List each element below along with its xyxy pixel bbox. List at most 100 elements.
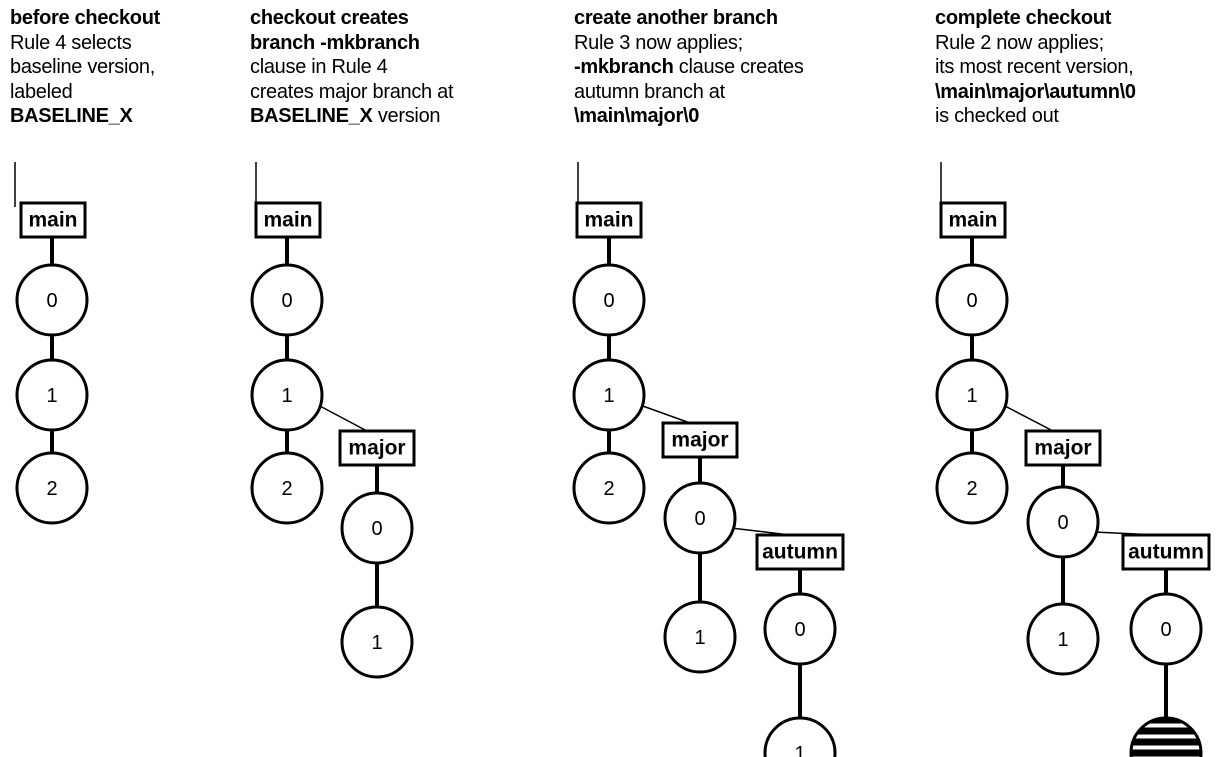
caption-line: is checked out — [935, 104, 1215, 129]
version-number: 0 — [371, 518, 382, 540]
caption-text: autumn branch at — [574, 80, 725, 103]
checked-out-stripe — [1131, 738, 1201, 746]
caption-line: BASELINE_X version — [250, 104, 530, 129]
version-number: 0 — [794, 619, 805, 641]
branch-label-box — [661, 421, 739, 459]
caption-line: its most recent version, — [935, 55, 1215, 80]
version-node — [572, 263, 646, 337]
version-number: 0 — [1160, 619, 1171, 641]
caption-line: before checkout — [10, 6, 290, 31]
version-number: 0 — [966, 290, 977, 312]
branch-label-box — [1024, 429, 1102, 467]
version-number: 0 — [46, 290, 57, 312]
caption-emphasis: checkout creates — [250, 7, 409, 29]
version-number: 2 — [46, 478, 57, 500]
checked-out-stripe — [1131, 727, 1201, 735]
version-node — [250, 358, 324, 432]
caption-text: baseline version, — [10, 56, 155, 78]
caption-line: -mkbranch clause creates — [574, 55, 854, 80]
version-number: 1 — [603, 385, 614, 407]
version-node — [15, 358, 89, 432]
branch-label-box — [575, 201, 643, 239]
caption-line: checkout creates — [250, 6, 530, 31]
caption-line: Rule 3 now applies; — [574, 31, 854, 56]
caption-text: labeled — [10, 80, 73, 103]
version-node — [935, 263, 1009, 337]
branch-label-box — [338, 429, 416, 467]
caption-line: baseline version, — [10, 55, 290, 80]
branch-label-box — [755, 533, 845, 571]
version-node — [340, 491, 414, 565]
branch-label: major — [671, 429, 728, 452]
version-node — [250, 263, 324, 337]
version-node — [663, 600, 737, 674]
version-node — [1026, 602, 1100, 676]
caption-line: clause in Rule 4 — [250, 55, 530, 80]
version-number: 1 — [46, 385, 57, 407]
caption-line: create another branch — [574, 6, 854, 31]
caption-text: creates major branch at — [250, 80, 454, 103]
version-node — [340, 605, 414, 679]
caption-text: version — [372, 105, 441, 127]
branch-label: main — [584, 209, 633, 232]
branch-label-box — [939, 201, 1007, 239]
version-node — [935, 358, 1009, 432]
version-node — [15, 451, 89, 525]
version-node — [572, 358, 646, 432]
caption-line: \main\major\0 — [574, 104, 854, 129]
caption-emphasis: branch -mkbranch — [250, 31, 420, 54]
version-node — [1129, 592, 1203, 666]
version-number: 0 — [281, 290, 292, 312]
caption-emphasis: \main\major\autumn\0 — [935, 80, 1136, 103]
version-node — [663, 481, 737, 555]
branch-off-line — [639, 404, 691, 424]
branch-label: major — [1034, 437, 1091, 460]
caption-text: Rule 2 now applies; — [935, 31, 1104, 54]
caption-text: is checked out — [935, 105, 1059, 127]
caption-line: Rule 4 selects — [10, 31, 290, 56]
checked-out-stripe — [1131, 749, 1201, 757]
caption-text: clause creates — [673, 56, 804, 78]
branch-label: major — [348, 437, 405, 460]
branch-label: autumn — [1128, 541, 1204, 564]
caption-line: labeled — [10, 80, 290, 105]
version-node — [572, 451, 646, 525]
version-number: 1 — [966, 385, 977, 407]
caption-text: clause in Rule 4 — [250, 56, 388, 78]
branch-label: main — [263, 209, 312, 232]
version-number: 0 — [1057, 512, 1068, 534]
caption-emphasis: complete checkout — [935, 7, 1112, 29]
branch-label-box — [1121, 533, 1211, 571]
version-number: 1 — [694, 627, 705, 649]
version-node — [1026, 485, 1100, 559]
branch-off-line — [317, 404, 368, 432]
caption-emphasis: \main\major\0 — [574, 105, 700, 127]
caption-text: Rule 4 selects — [10, 31, 132, 54]
caption-text: Rule 3 now applies; — [574, 31, 743, 54]
branch-off-line — [1002, 404, 1054, 432]
version-number: 1 — [281, 385, 292, 407]
caption-line: branch -mkbranch — [250, 31, 530, 56]
branch-label: main — [28, 209, 77, 232]
version-number: 0 — [603, 290, 614, 312]
version-node — [763, 592, 837, 666]
caption-line: BASELINE_X — [10, 104, 290, 129]
version-node — [250, 451, 324, 525]
version-node — [15, 263, 89, 337]
checked-out-stripe — [1131, 718, 1201, 724]
caption-emphasis: before checkout — [10, 7, 160, 29]
version-number: 2 — [966, 478, 977, 500]
version-number: 1 — [371, 632, 382, 654]
version-node — [935, 451, 1009, 525]
caption-line: complete checkout — [935, 6, 1215, 31]
version-number: 2 — [603, 478, 614, 500]
caption-line: \main\major\autumn\0 — [935, 80, 1215, 105]
version-number: 1 — [794, 743, 805, 757]
version-node — [763, 716, 837, 757]
caption-emphasis: BASELINE_X — [250, 105, 373, 127]
caption-line: creates major branch at — [250, 80, 530, 105]
